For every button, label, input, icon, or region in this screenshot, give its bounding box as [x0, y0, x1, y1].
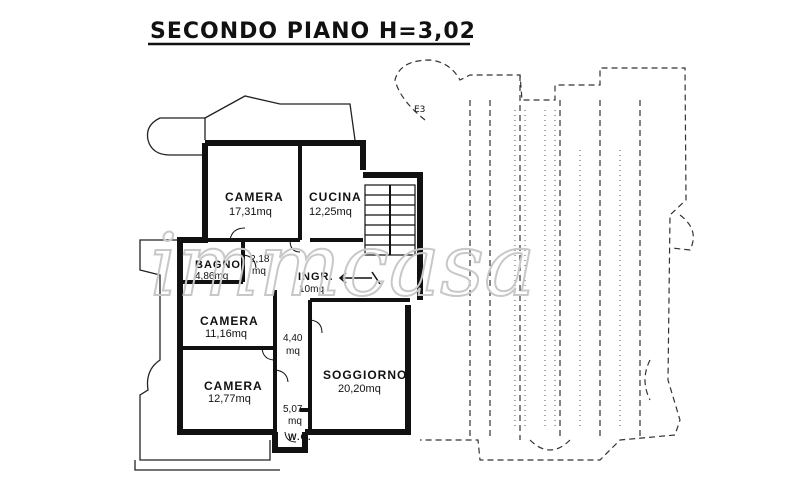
- marker-label: E3: [414, 105, 425, 115]
- staircase: [364, 184, 416, 256]
- room-camera-2: CAMERA 11,16mq: [200, 314, 259, 340]
- room-area: 12,77mq: [208, 393, 251, 405]
- room-name: SOGGIORNO: [323, 368, 407, 382]
- entrance-arrow: [338, 271, 381, 285]
- room-area: 10mq: [299, 284, 324, 295]
- room-area: 17,31mq: [229, 206, 272, 218]
- room-name: CAMERA: [225, 190, 284, 204]
- room-area: 20,20mq: [338, 383, 381, 395]
- door-swings: [229, 227, 323, 443]
- exterior-walls: [177, 140, 423, 453]
- balcony-outline: [134, 95, 356, 471]
- room-name: CUCINA: [309, 190, 362, 204]
- watermark-logo: immcasa: [150, 216, 535, 316]
- room-cucina: CUCINA 12,25mq: [309, 190, 362, 218]
- dotted-columns: [514, 110, 621, 430]
- adjacent-terrace-outline: [394, 59, 694, 461]
- room-area: 12,25mq: [309, 206, 352, 218]
- room-name: W.C.: [288, 432, 312, 442]
- interior-walls: [180, 143, 410, 432]
- room-bagno: BAGNO 4,86mq: [195, 259, 241, 282]
- room-name: BAGNO: [195, 259, 241, 271]
- room-name: INGR.: [298, 271, 334, 283]
- room-name: CAMERA: [204, 379, 263, 393]
- room-camera-3: CAMERA 12,77mq: [204, 379, 263, 405]
- room-name: CAMERA: [200, 314, 259, 328]
- room-area: 4,86mq: [195, 271, 228, 282]
- room-soggiorno: SOGGIORNO 20,20mq: [323, 368, 407, 395]
- room-ingresso: INGR. 10mq: [298, 271, 334, 295]
- room-area: 11,16mq: [205, 328, 247, 340]
- plan-title: SECONDO PIANO H=3,02: [150, 19, 476, 44]
- room-camera-1: CAMERA 17,31mq: [225, 190, 284, 218]
